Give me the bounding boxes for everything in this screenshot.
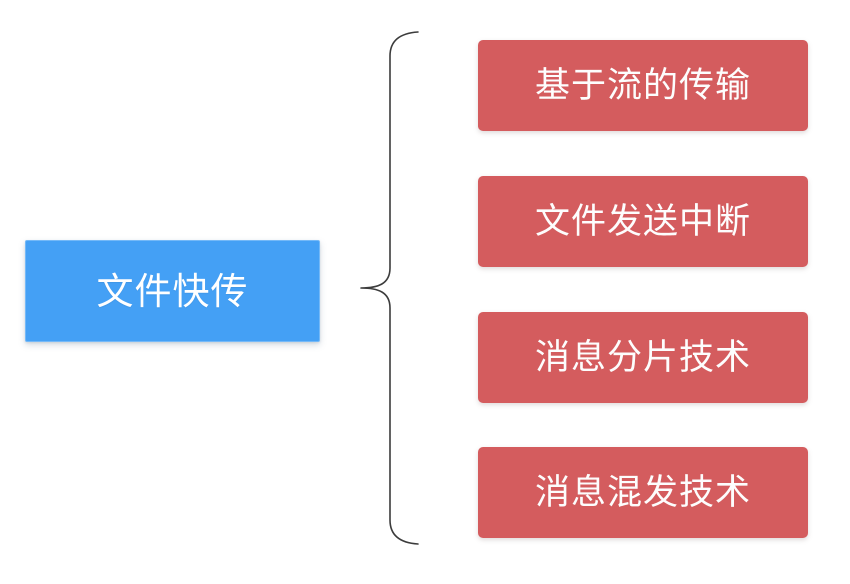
branch-node-label: 消息混发技术 [534, 473, 751, 512]
branch-node-message-multiplex-send[interactable]: 消息混发技术 [478, 447, 808, 538]
curly-brace-connector [352, 22, 432, 557]
curly-brace-icon [360, 31, 419, 545]
branch-node-stream-based-transmission[interactable]: 基于流的传输 [478, 40, 808, 131]
branch-node-file-send-interruption[interactable]: 文件发送中断 [478, 176, 808, 267]
root-node-file-fast-transfer[interactable]: 文件快传 [25, 240, 320, 342]
branch-node-label: 文件发送中断 [534, 202, 751, 241]
branch-node-label: 消息分片技术 [534, 338, 751, 377]
branch-node-list: 基于流的传输 文件发送中断 消息分片技术 消息混发技术 [478, 40, 808, 540]
branch-node-message-fragmentation[interactable]: 消息分片技术 [478, 312, 808, 403]
branch-node-label: 基于流的传输 [534, 66, 751, 105]
root-node-label: 文件快传 [96, 270, 249, 312]
